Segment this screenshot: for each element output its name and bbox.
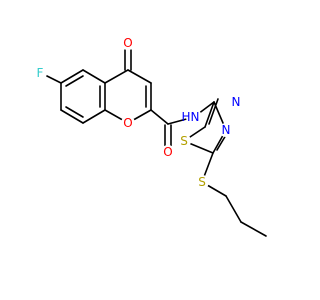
- bond: [104, 69, 129, 84]
- bond: [240, 221, 267, 237]
- amide-oxygen-label: O: [163, 145, 172, 159]
- bond: [225, 195, 242, 223]
- bond: [150, 109, 169, 125]
- thiadiazole-n4-atom: N: [219, 123, 233, 137]
- amide-nh-hydrogen-label: H: [181, 110, 190, 124]
- thiadiazole-sulfur-atom: S: [177, 134, 191, 148]
- amide-nitrogen-atom: H N: [181, 109, 202, 125]
- thiadiazole-n3-label: N: [232, 95, 241, 109]
- molecule-structure-diagram: F O O O H N N N S: [33, 36, 267, 237]
- thiadiazole-sulfur-label: S: [180, 134, 188, 148]
- ring-oxygen-label: O: [123, 116, 132, 130]
- bond: [65, 106, 84, 118]
- bond: [204, 101, 215, 128]
- bond: [127, 69, 152, 84]
- bond: [60, 69, 84, 84]
- atom-label-layer: F O O O H N N N S: [33, 36, 243, 189]
- carbonyl-oxygen-label: O: [123, 36, 132, 50]
- thioether-sulfur-label: S: [198, 175, 206, 189]
- bond-layer: [40, 49, 267, 237]
- thiadiazole-n4-label: N: [222, 123, 231, 137]
- amide-nitrogen-label: N: [191, 110, 200, 124]
- bond: [60, 109, 84, 124]
- ring-oxygen-atom: O: [121, 116, 135, 130]
- bond: [82, 109, 106, 124]
- amide-oxygen-atom: O: [161, 145, 175, 159]
- thiadiazole-n3-atom: N: [229, 95, 243, 109]
- fluorine-atom: F: [33, 66, 47, 80]
- fluorine-label: F: [37, 66, 44, 80]
- bond: [65, 75, 84, 87]
- thioether-sulfur-atom: S: [195, 175, 209, 189]
- bond: [82, 69, 106, 84]
- carbonyl-oxygen-atom: O: [121, 36, 135, 50]
- bond: [208, 98, 219, 125]
